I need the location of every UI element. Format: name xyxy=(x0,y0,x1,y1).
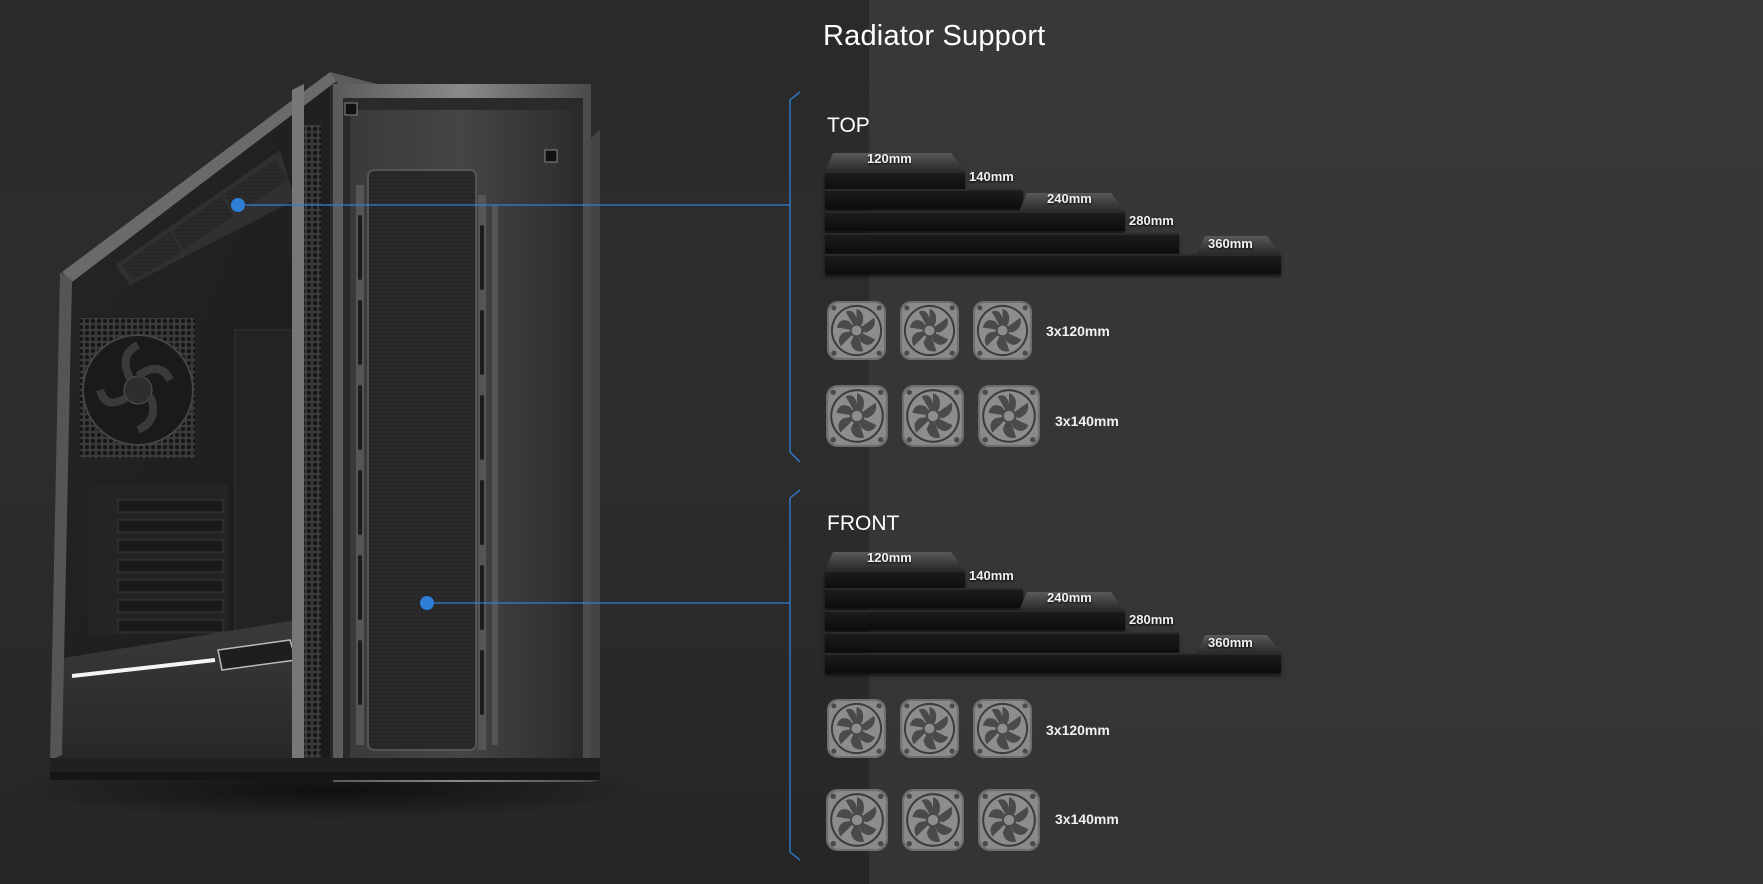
fan-140mm-icon xyxy=(825,788,889,852)
fan-count-label: 3x140mm xyxy=(1055,413,1119,429)
radiator-label: 280mm xyxy=(1129,213,1174,228)
radiator-step-140mm xyxy=(825,189,1023,209)
radiator-label: 140mm xyxy=(969,568,1014,583)
section-label-top: TOP xyxy=(827,114,870,137)
top-radiator-stack: 120mm 140mm 240mm 280mm 360mm xyxy=(825,151,1281,279)
radiator-step-120mm xyxy=(825,570,965,590)
fan-120mm-icon xyxy=(972,300,1033,361)
radiator-label: 360mm xyxy=(1208,635,1253,650)
fan-140mm-icon xyxy=(901,788,965,852)
fan-120mm-icon xyxy=(899,698,960,759)
radiator-step-280mm xyxy=(825,233,1179,253)
top-callout-dot xyxy=(231,198,245,212)
fan-140mm-icon xyxy=(901,384,965,448)
fan-count-label: 3x140mm xyxy=(1055,811,1119,827)
radiator-label: 280mm xyxy=(1129,612,1174,627)
radiator-step-280mm xyxy=(825,632,1179,652)
radiator-step-360mm xyxy=(825,254,1281,274)
front-callout-dot xyxy=(420,596,434,610)
radiator-step-240mm xyxy=(825,610,1125,630)
section-label-front: FRONT xyxy=(827,512,900,535)
radiator-label: 120mm xyxy=(867,550,912,565)
radiator-label: 240mm xyxy=(1047,590,1092,605)
fan-140mm-icon xyxy=(825,384,889,448)
pc-case-image xyxy=(10,72,650,820)
fan-count-label: 3x120mm xyxy=(1046,722,1110,738)
radiator-label: 360mm xyxy=(1208,236,1253,251)
fan-120mm-icon xyxy=(826,698,887,759)
front-radiator-stack: 120mm 140mm 240mm 280mm 360mm xyxy=(825,550,1281,678)
fan-140mm-icon xyxy=(977,788,1041,852)
fan-120mm-icon xyxy=(972,698,1033,759)
radiator-step-140mm xyxy=(825,588,1023,608)
radiator-label: 140mm xyxy=(969,169,1014,184)
page-title: Radiator Support xyxy=(823,20,1046,52)
radiator-label: 120mm xyxy=(867,151,912,166)
radiator-step-240mm xyxy=(825,211,1125,231)
radiator-step-120mm xyxy=(825,171,965,191)
fan-120mm-icon xyxy=(899,300,960,361)
fan-120mm-icon xyxy=(826,300,887,361)
top-section-bracket xyxy=(789,91,801,463)
radiator-label: 240mm xyxy=(1047,191,1092,206)
front-section-bracket xyxy=(789,489,801,861)
radiator-step-360mm xyxy=(825,653,1281,673)
fan-140mm-icon xyxy=(977,384,1041,448)
fan-count-label: 3x120mm xyxy=(1046,323,1110,339)
